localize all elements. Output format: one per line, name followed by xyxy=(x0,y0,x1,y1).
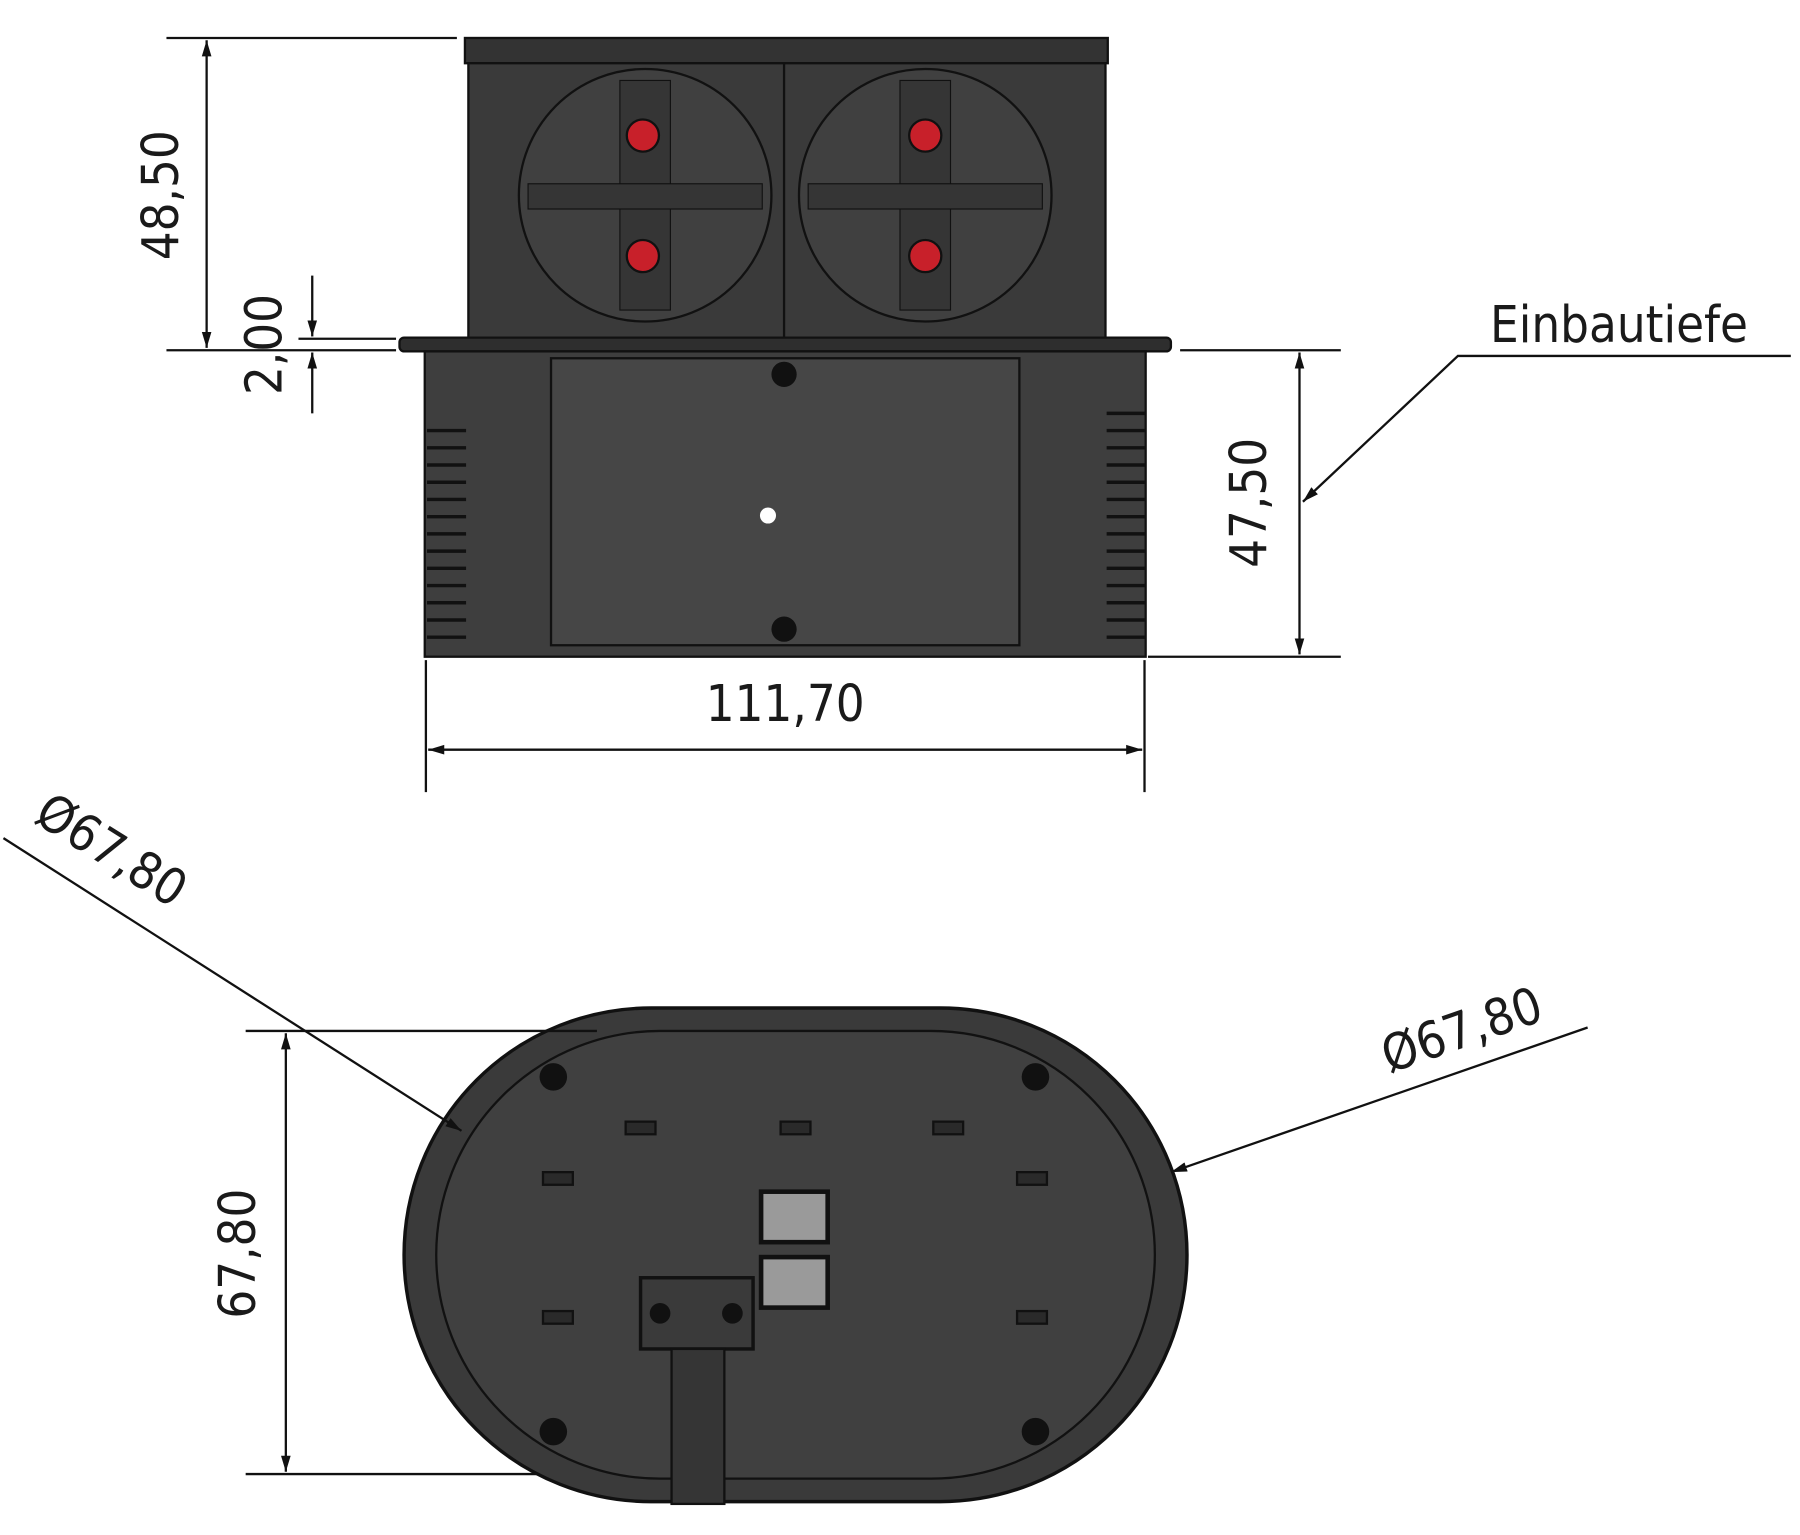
callout-einbautiefe: Einbautiefe xyxy=(1490,295,1748,354)
contact-icon xyxy=(625,238,661,274)
top-lid xyxy=(463,36,1109,65)
cable xyxy=(670,1347,726,1506)
contact-icon xyxy=(908,118,943,153)
dim-depth: 47,50 xyxy=(1219,438,1278,568)
socket-right xyxy=(797,67,1053,323)
bottom-view: 67,80 Ø67,80 Ø67,80 xyxy=(2,781,1589,1506)
flange xyxy=(398,336,1173,353)
dim-diameter-right: Ø67,80 xyxy=(1374,975,1550,1085)
window xyxy=(758,1254,830,1310)
dim-flange: 2,00 xyxy=(234,294,293,395)
dim-bottom-height: 67,80 xyxy=(208,1189,267,1319)
dim-width: 111,70 xyxy=(706,674,865,733)
socket-left xyxy=(517,67,773,323)
contact-icon xyxy=(908,238,943,274)
side-view: 48,50 2,00 47,50 Einbautiefe 111,70 xyxy=(131,36,1791,793)
contact-icon xyxy=(625,118,661,153)
dim-top-height: 48,50 xyxy=(131,130,190,260)
dim-diameter-left: Ø67,80 xyxy=(26,781,198,919)
window xyxy=(758,1189,830,1245)
